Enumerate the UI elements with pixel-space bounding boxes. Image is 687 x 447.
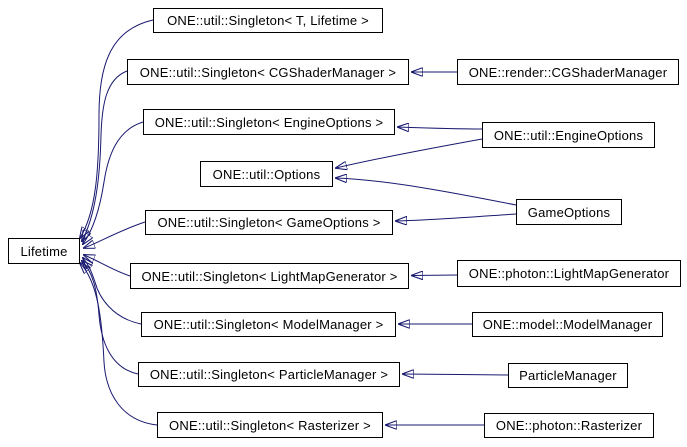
node-singleton-gameoptions[interactable]: ONE::util::Singleton< GameOptions > — [145, 210, 393, 235]
node-model-modelmanager[interactable]: ONE::model::ModelManager — [472, 312, 663, 337]
node-singleton-cgshadermanager[interactable]: ONE::util::Singleton< CGShaderManager > — [127, 59, 409, 85]
node-singleton-rasterizer[interactable]: ONE::util::Singleton< Rasterizer > — [157, 412, 383, 438]
edge-util-engineoptions-to-singleton — [398, 127, 483, 129]
node-singleton-engineoptions[interactable]: ONE::util::Singleton< EngineOptions > — [143, 109, 395, 135]
node-singleton-t-lifetime[interactable]: ONE::util::Singleton< T, Lifetime > — [153, 8, 383, 33]
edge-singleton-lightmapgenerator-to-lifetime — [84, 255, 131, 277]
node-util-engineoptions[interactable]: ONE::util::EngineOptions — [482, 122, 655, 148]
node-photon-lightmapgenerator[interactable]: ONE::photon::LightMapGenerator — [457, 260, 681, 287]
edge-singleton-engineoptions-to-lifetime — [83, 121, 144, 244]
node-render-cgshadermanager[interactable]: ONE::render::CGShaderManager — [457, 59, 679, 85]
node-util-options[interactable]: ONE::util::Options — [200, 161, 333, 187]
edge-singleton-gameoptions-to-lifetime — [84, 221, 146, 248]
edge-photon-lightmapgenerator-to-singleton — [412, 275, 458, 276]
edge-gameoptions-to-options — [336, 178, 517, 206]
node-singleton-lightmapgenerator[interactable]: ONE::util::Singleton< LightMapGenerator … — [130, 263, 409, 289]
node-photon-rasterizer[interactable]: ONE::photon::Rasterizer — [484, 413, 654, 438]
edge-singleton-rasterizer-to-lifetime — [80, 263, 158, 426]
edge-util-engineoptions-to-options — [336, 138, 483, 168]
edge-singleton-cgshadermanager-to-lifetime — [82, 70, 128, 241]
edge-particlemanager-to-singleton — [403, 374, 509, 375]
edge-singleton-t-lifetime-to-lifetime — [80, 19, 154, 238]
node-lifetime[interactable]: Lifetime — [8, 238, 80, 264]
edge-gameoptions-to-singleton — [396, 213, 517, 221]
node-singleton-modelmanager[interactable]: ONE::util::Singleton< ModelManager > — [141, 312, 396, 337]
node-singleton-particlemanager[interactable]: ONE::util::Singleton< ParticleManager > — [138, 362, 400, 387]
node-particlemanager[interactable]: ParticleManager — [508, 363, 628, 388]
node-gameoptions[interactable]: GameOptions — [516, 199, 622, 225]
